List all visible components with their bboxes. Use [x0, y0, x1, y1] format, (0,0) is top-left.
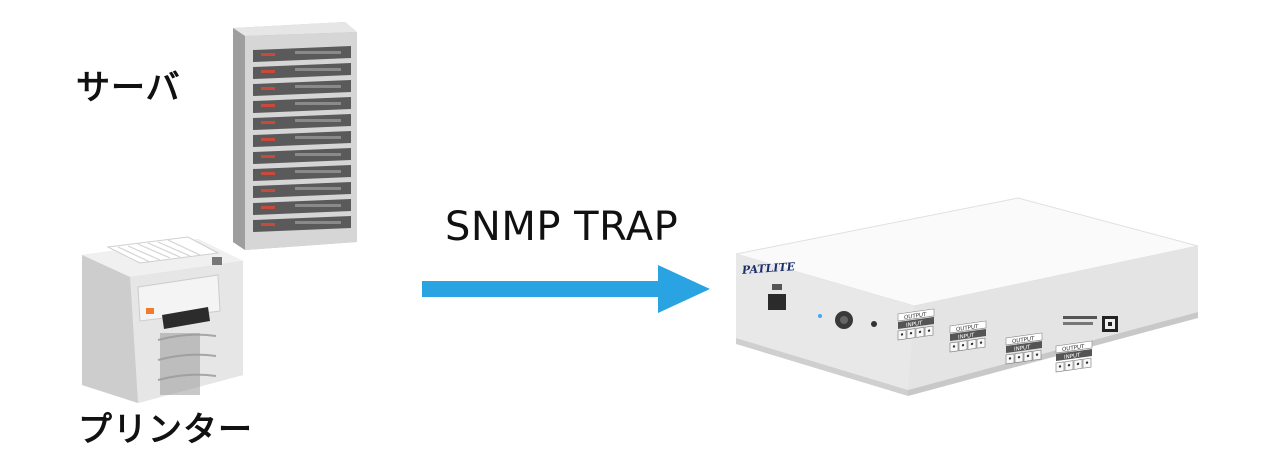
output-port-label: OUTPUT: [956, 324, 979, 333]
input-port-label: INPUT: [958, 333, 975, 341]
server-slot-led: [261, 223, 275, 226]
server-label: サーバ: [76, 68, 181, 108]
server-slot-bar: [295, 204, 341, 207]
printer-label: プリンター: [78, 410, 253, 450]
server-slot-bar: [295, 170, 341, 173]
printer-icon: [82, 236, 243, 403]
server-slot-led: [261, 155, 275, 158]
arrow-head: [658, 265, 710, 313]
server-slot-led: [261, 189, 275, 192]
server-slot-led: [261, 121, 275, 124]
output-port-label: OUTPUT: [1012, 336, 1035, 345]
server-slot-led: [261, 172, 275, 175]
server-slot-bar: [295, 51, 341, 54]
arrow-shaft: [422, 281, 662, 297]
server-rack-icon: [233, 22, 357, 250]
input-port-label: INPUT: [906, 321, 923, 329]
server-slot-led: [261, 70, 275, 73]
server-slot-led: [261, 138, 275, 141]
input-port-label: INPUT: [1014, 345, 1031, 353]
server-slot-led: [261, 206, 275, 209]
server-slot-bar: [295, 187, 341, 190]
arrow-right-icon: [422, 265, 710, 313]
server-slot-led: [261, 104, 275, 107]
output-port-label: OUTPUT: [904, 312, 927, 321]
output-port-label: OUTPUT: [1062, 344, 1085, 353]
server-slot-bar: [295, 85, 341, 88]
server-slot-bar: [295, 102, 341, 105]
server-slot-led: [261, 53, 275, 56]
server-slot-bar: [295, 68, 341, 71]
server-slot-bar: [295, 136, 341, 139]
server-slot-bar: [295, 153, 341, 156]
server-slot-bar: [295, 221, 341, 224]
server-slot-led: [261, 87, 275, 90]
server-slot-bar: [295, 119, 341, 122]
input-port-label: INPUT: [1064, 353, 1081, 361]
snmp-trap-label: SNMP TRAP: [445, 204, 679, 250]
